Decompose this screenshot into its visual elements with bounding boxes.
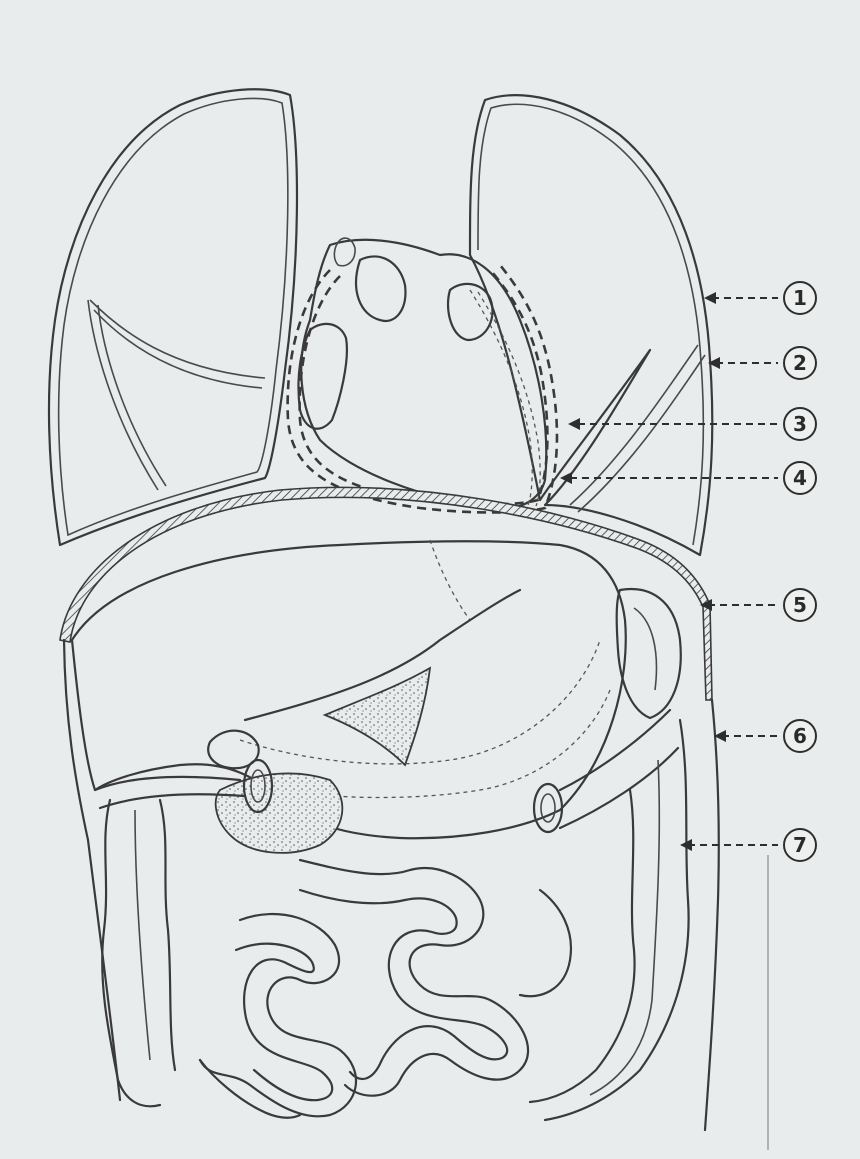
duodenum-pancreas bbox=[216, 773, 343, 852]
liver bbox=[72, 540, 626, 838]
arrow-head bbox=[704, 292, 716, 304]
label-1-text: 1 bbox=[793, 286, 807, 310]
label-2-text: 2 bbox=[793, 351, 807, 375]
label-4-text: 4 bbox=[793, 466, 807, 490]
left-lung bbox=[470, 95, 712, 555]
small-intestine bbox=[200, 860, 571, 1118]
label-group-4: 4 bbox=[560, 462, 816, 494]
label-group-2: 2 bbox=[708, 347, 816, 379]
arrow-head bbox=[568, 418, 580, 430]
diaphragm bbox=[60, 487, 712, 700]
label-group-5: 5 bbox=[700, 589, 816, 621]
label-5-text: 5 bbox=[793, 593, 807, 617]
label-6-text: 6 bbox=[793, 724, 807, 748]
right-lung bbox=[49, 89, 297, 545]
heart bbox=[298, 238, 546, 508]
descending-colon bbox=[530, 720, 689, 1120]
label-group-6: 6 bbox=[714, 720, 816, 752]
label-group-7: 7 bbox=[680, 829, 816, 861]
label-group-1: 1 bbox=[704, 282, 816, 314]
label-3-text: 3 bbox=[793, 412, 807, 436]
label-7-text: 7 bbox=[793, 833, 807, 857]
ascending-colon bbox=[102, 800, 175, 1106]
